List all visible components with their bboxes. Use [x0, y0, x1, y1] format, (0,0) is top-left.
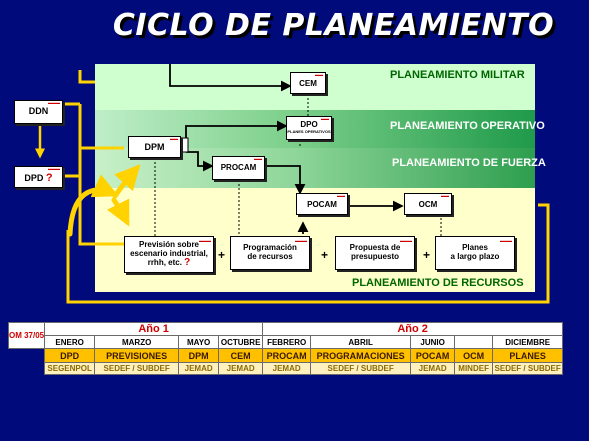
plus-sign: + — [321, 248, 329, 262]
month-cell: OCTUBRE — [218, 335, 264, 349]
organ-cell: SEDEF / SUBDEF — [94, 362, 180, 375]
organ-cell: JEMAD — [218, 362, 264, 375]
month-cell: FEBRERO — [262, 335, 312, 349]
doc-ddn[interactable]: ▬▬▬ DDN — [14, 100, 63, 124]
om-label: OM 37/05 — [7, 322, 46, 349]
doc-prevision-line3: rrhh, etc. — [147, 258, 182, 267]
doc-programacion-line1: Programación — [243, 243, 297, 252]
activity-cell: PROCAM — [262, 348, 312, 363]
activity-cell: PLANES — [492, 348, 564, 363]
activity-cell: PREVISIONES — [94, 348, 180, 363]
stamp-icon: ▬▬ — [441, 193, 449, 198]
organ-cell: JEMAD — [262, 362, 312, 375]
doc-pocam[interactable]: ▬▬ POCAM — [296, 193, 348, 215]
organ-cell: MINDEF — [454, 362, 494, 375]
doc-dpo[interactable]: ▬▬ DPO PLANES OPERATIVOS — [286, 116, 332, 140]
stamp-icon: ▬▬ — [315, 72, 323, 77]
doc-propuesta-line1: Propuesta de — [349, 243, 401, 252]
doc-dpo-label: DPO — [300, 120, 318, 129]
doc-pocam-label: POCAM — [307, 200, 337, 209]
organ-cell: SEGENPOL — [44, 362, 96, 375]
organ-cell: SEDEF / SUBDEF — [310, 362, 412, 375]
doc-cem[interactable]: ▬▬ CEM — [290, 72, 326, 94]
doc-ddn-label: DDN — [28, 106, 49, 116]
question-mark: ? — [45, 172, 53, 184]
doc-planes[interactable]: ▬▬▬ Planes a largo plazo — [435, 236, 515, 270]
activity-cell: POCAM — [410, 348, 456, 363]
doc-prevision[interactable]: ▬▬▬ Previsión sobre escenario industrial… — [124, 236, 214, 273]
doc-ocm-label: OCM — [418, 200, 438, 209]
month-cell: DICIEMBRE — [492, 335, 564, 349]
band-label-recursos: PLANEAMIENTO DE RECURSOS — [352, 277, 524, 289]
plus-sign: + — [218, 248, 226, 262]
activity-cell: DPD — [44, 348, 96, 363]
month-cell: JUNIO — [410, 335, 456, 349]
stamp-icon: ▬▬▬ — [48, 166, 60, 171]
stamp-icon: ▬▬▬ — [199, 238, 211, 243]
activity-cell: CEM — [218, 348, 264, 363]
doc-planes-line1: Planes — [462, 243, 488, 252]
month-cell: MARZO — [94, 335, 180, 349]
doc-prevision-line1: Previsión sobre — [138, 240, 200, 249]
page-title: CICLO DE PLANEAMIENTO — [112, 8, 555, 43]
organ-cell: JEMAD — [410, 362, 456, 375]
doc-dpd-label: DPD — [24, 173, 44, 183]
doc-cem-label: CEM — [299, 79, 317, 88]
stamp-icon: ▬▬▬ — [295, 238, 307, 243]
doc-dpd[interactable]: ▬▬▬ DPD ? — [14, 166, 63, 188]
doc-ocm[interactable]: ▬▬ OCM — [404, 193, 452, 215]
doc-dpo-sublabel: PLANES OPERATIVOS — [287, 129, 331, 134]
stamp-icon: ▬▬ — [337, 193, 345, 198]
doc-propuesta[interactable]: ▬▬▬ Propuesta de presupuesto — [335, 236, 415, 270]
organ-cell: SEDEF / SUBDEF — [492, 362, 564, 375]
activity-cell: PROGRAMACIONES — [310, 348, 412, 363]
question-mark: ? — [184, 257, 191, 268]
month-cell: ABRIL — [310, 335, 412, 349]
doc-dpm-label: DPM — [144, 142, 165, 152]
stamp-icon: ▬▬▬ — [500, 238, 512, 243]
doc-procam[interactable]: ▬▬ PROCAM — [212, 156, 265, 180]
activity-cell: DPM — [178, 348, 220, 363]
month-cell — [454, 335, 494, 349]
stamp-icon: ▬▬ — [321, 116, 329, 121]
band-label-militar: PLANEAMIENTO MILITAR — [390, 69, 525, 81]
doc-propuesta-line2: presupuesto — [350, 252, 399, 261]
month-cell: MAYO — [178, 335, 220, 349]
band-label-operativo: PLANEAMIENTO OPERATIVO — [390, 120, 545, 132]
stamp-icon: ▬▬ — [170, 136, 178, 141]
doc-programacion[interactable]: ▬▬▬ Programación de recursos — [230, 236, 310, 270]
organ-cell: JEMAD — [178, 362, 220, 375]
month-cell: ENERO — [44, 335, 96, 349]
stamp-icon: ▬▬▬ — [400, 238, 412, 243]
stamp-icon: ▬▬▬ — [48, 100, 60, 105]
activity-cell: OCM — [454, 348, 494, 363]
doc-programacion-line2: de recursos — [247, 252, 293, 261]
year1-header: Año 1 — [44, 322, 264, 336]
plus-sign: + — [423, 248, 431, 262]
doc-procam-label: PROCAM — [220, 163, 257, 172]
band-label-fuerza: PLANEAMIENTO DE FUERZA — [392, 157, 546, 169]
stamp-icon: ▬▬ — [254, 156, 262, 161]
timeline-table: OM 37/05 Año 1 Año 2 ENERO MARZO MAYO OC… — [7, 322, 564, 375]
year2-header: Año 2 — [262, 322, 564, 336]
doc-prevision-line2: escenario industrial, — [130, 249, 208, 258]
doc-planes-line2: a largo plazo — [450, 252, 500, 261]
doc-dpm[interactable]: ▬▬ DPM — [128, 136, 181, 158]
